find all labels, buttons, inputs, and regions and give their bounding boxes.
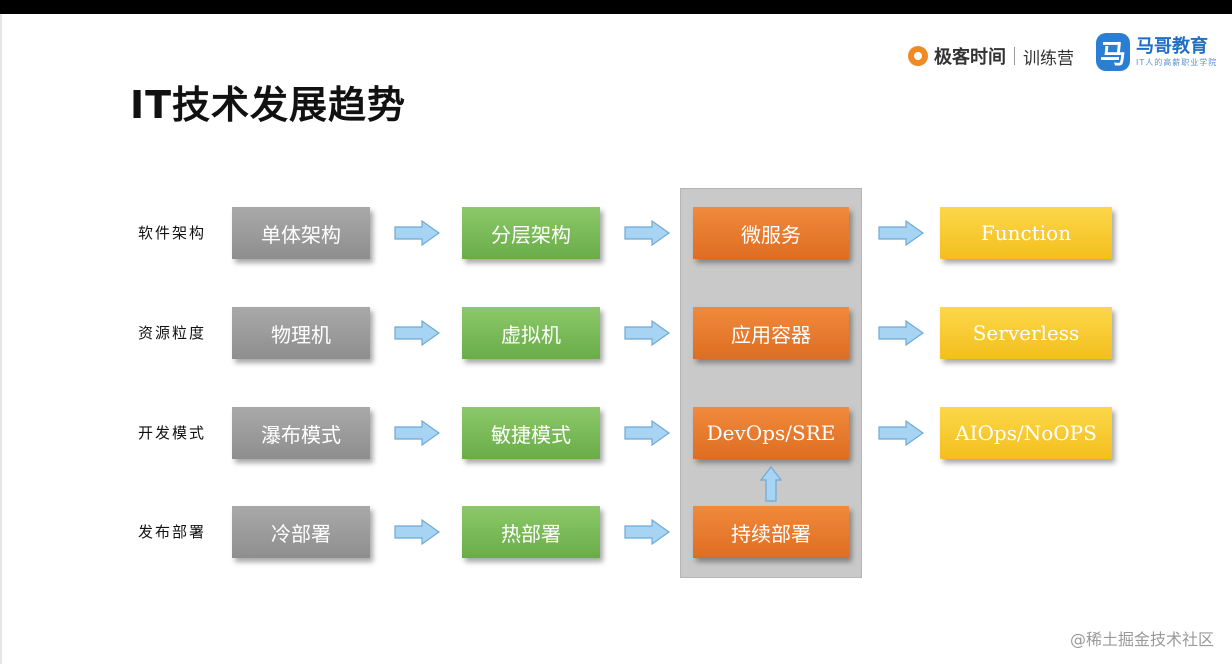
mage-logo-icon: 马 <box>1096 33 1130 71</box>
stage-serverless: Serverless <box>940 307 1112 359</box>
arrow-right-icon <box>878 420 924 446</box>
mage-brand: 马 马哥教育 IT人的高薪职业学院 <box>1096 33 1218 71</box>
brand-divider <box>1014 47 1015 65</box>
watermark: @稀土掘金技术社区 <box>1069 630 1214 649</box>
arrow-right-icon <box>394 519 440 545</box>
arrow-right-icon <box>624 320 670 346</box>
arrow-up-icon <box>760 466 782 502</box>
arrow-right-icon <box>394 420 440 446</box>
arrow-right-icon <box>394 320 440 346</box>
stage-microservices: 微服务 <box>693 207 849 259</box>
mage-name: 马哥教育 <box>1136 36 1208 57</box>
stage-physical: 物理机 <box>232 307 370 359</box>
row-label-dev-mode: 开发模式 <box>138 424 207 442</box>
stage-hot-deploy: 热部署 <box>462 506 600 558</box>
stage-aiops-noops: AIOps/NoOPS <box>940 407 1112 459</box>
row-label-software-architecture: 软件架构 <box>138 224 207 242</box>
stage-continuous-deploy: 持续部署 <box>693 506 849 558</box>
arrow-right-icon <box>394 220 440 246</box>
camp-label: 训练营 <box>1023 48 1074 69</box>
arrow-right-icon <box>624 519 670 545</box>
stage-monolith: 单体架构 <box>232 207 370 259</box>
row-label-release-deploy: 发布部署 <box>138 523 207 541</box>
stage-function: Function <box>940 207 1112 259</box>
stage-container: 应用容器 <box>693 307 849 359</box>
stage-layered: 分层架构 <box>462 207 600 259</box>
stage-waterfall: 瀑布模式 <box>232 407 370 459</box>
mage-tagline: IT人的高薪职业学院 <box>1136 58 1218 67</box>
stage-devops-sre: DevOps/SRE <box>693 407 849 459</box>
arrow-right-icon <box>878 320 924 346</box>
geek-time-logo-icon <box>908 46 928 66</box>
stage-cold-deploy: 冷部署 <box>232 506 370 558</box>
geek-time-brand: 极客时间 训练营 <box>908 38 1074 74</box>
stage-agile: 敏捷模式 <box>462 407 600 459</box>
stage-vm: 虚拟机 <box>462 307 600 359</box>
row-label-resource-granularity: 资源粒度 <box>138 324 207 342</box>
geek-time-name: 极客时间 <box>934 47 1006 68</box>
arrow-right-icon <box>624 420 670 446</box>
arrow-right-icon <box>878 220 924 246</box>
slide: IT技术发展趋势 极客时间 训练营 马 马哥教育 IT人的高薪职业学院 软件架构… <box>0 14 1232 664</box>
page-title: IT技术发展趋势 <box>130 83 407 127</box>
arrow-right-icon <box>624 220 670 246</box>
